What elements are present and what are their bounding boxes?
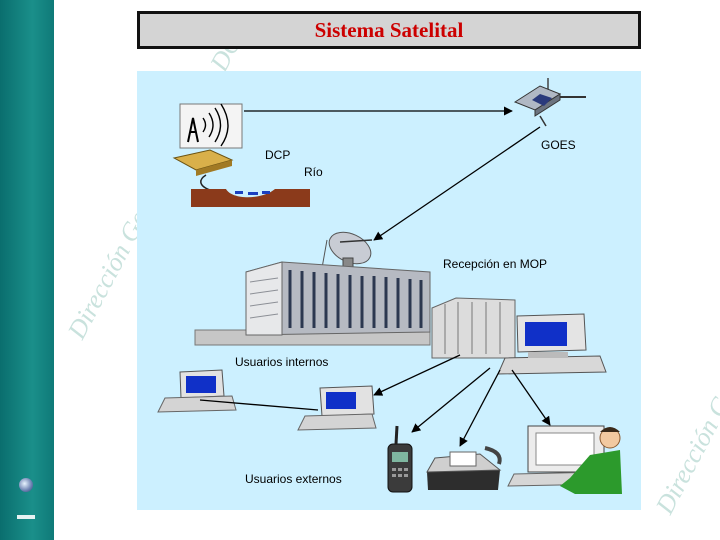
logo-bar-icon xyxy=(17,515,35,519)
server-rack-icon xyxy=(431,297,516,359)
title-box: Sistema Satelital xyxy=(137,11,641,49)
arrow-mop-to-person xyxy=(511,369,551,426)
label-usuarios-internos: Usuarios internos xyxy=(235,355,329,369)
workstation-icon xyxy=(497,313,607,375)
arrow-mop-to-phone xyxy=(459,369,501,447)
label-recepcion-mop: Recepción en MOP xyxy=(443,257,548,271)
arrow-internal-link xyxy=(199,399,319,411)
logo-dot-icon xyxy=(19,478,33,492)
computer-icon xyxy=(297,385,377,431)
person-at-computer-icon xyxy=(507,425,622,494)
dcp-station-icon xyxy=(172,103,243,192)
river-icon xyxy=(191,189,310,207)
label-usuarios-externos: Usuarios externos xyxy=(245,472,342,486)
satellite-icon xyxy=(513,78,586,127)
label-rio: Río xyxy=(304,165,323,179)
arrow-mop-to-internal xyxy=(373,354,461,396)
arrow-goes-to-mop xyxy=(373,126,541,241)
label-goes: GOES xyxy=(541,138,576,152)
label-dcp: DCP xyxy=(265,148,291,162)
computer-icon xyxy=(157,369,237,413)
phone-fax-icon xyxy=(426,446,502,490)
sidebar-band xyxy=(0,0,54,540)
building-icon xyxy=(194,261,431,346)
page-title: Sistema Satelital xyxy=(314,17,464,42)
cellphone-icon xyxy=(387,425,413,493)
arrow-mop-to-cellphone xyxy=(411,367,491,433)
